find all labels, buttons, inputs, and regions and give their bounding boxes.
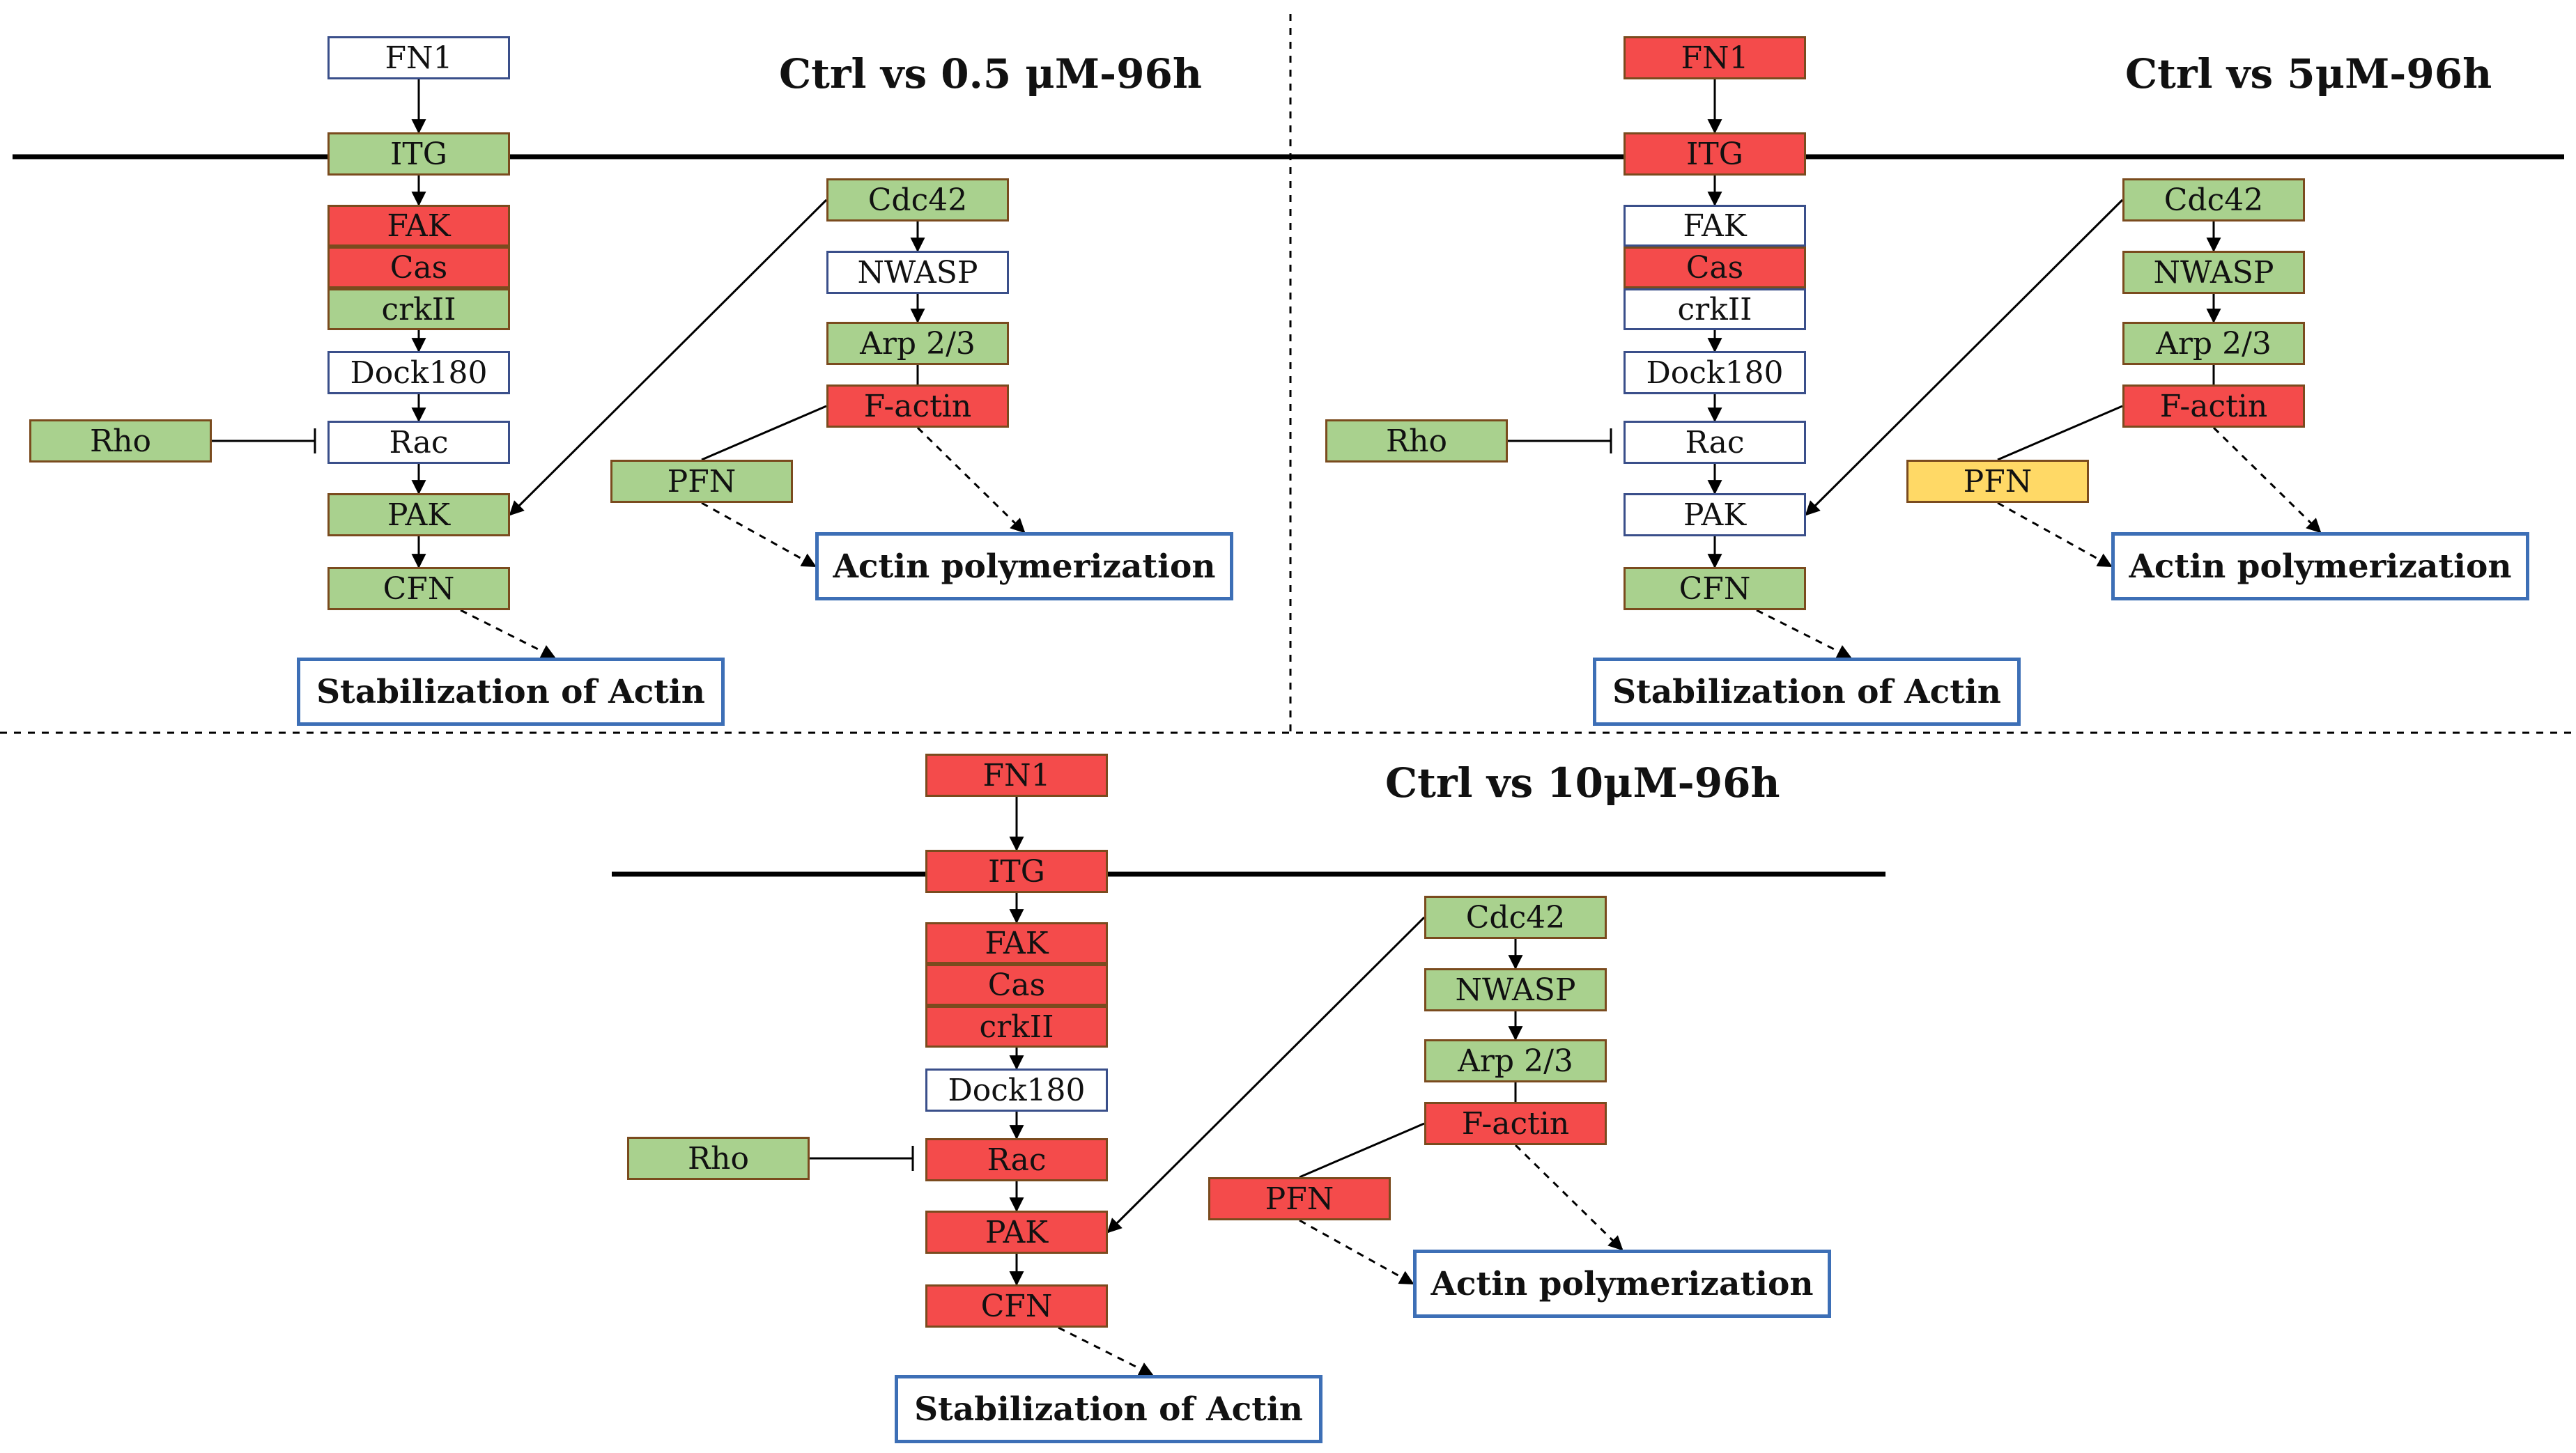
gene-node-nwasp: NWASP: [2122, 251, 2305, 294]
gene-node-cdc42: Cdc42: [1424, 896, 1607, 939]
arrow-pfn-polymerization: [1997, 502, 2113, 568]
outcome-stabilization: Stabilization of Actin: [895, 1375, 1322, 1443]
outcome-stabilization: Stabilization of Actin: [1593, 658, 2021, 726]
gene-node-fak: FAK: [925, 922, 1108, 964]
gene-node-pfn: PFN: [610, 460, 793, 503]
gene-node-pfn: PFN: [1906, 460, 2089, 503]
arrow-cfn-stabilization: [1058, 1326, 1154, 1376]
gene-node-factin: F-actin: [1424, 1102, 1607, 1145]
arrow-cdc42-pak: [1106, 916, 1426, 1234]
gene-node-pak: PAK: [1624, 493, 1806, 536]
gene-node-cdc42: Cdc42: [2122, 178, 2305, 222]
gene-node-dock180: Dock180: [925, 1069, 1108, 1112]
gene-node-crkii: crkII: [1624, 288, 1806, 330]
arrow-cfn-stabilization: [1756, 609, 1852, 659]
gene-node-rho: Rho: [1325, 419, 1508, 463]
gene-node-dock180: Dock180: [327, 351, 510, 394]
panel-title: Ctrl vs 0.5 μM-96h: [779, 50, 1202, 98]
gene-node-crkii: crkII: [327, 288, 510, 330]
gene-node-nwasp: NWASP: [826, 251, 1009, 294]
gene-node-cdc42: Cdc42: [826, 178, 1009, 222]
gene-node-rac: Rac: [1624, 421, 1806, 464]
gene-node-fn1: FN1: [925, 754, 1108, 797]
link-factin-pfn: [1997, 405, 2123, 461]
gene-node-cfn: CFN: [925, 1284, 1108, 1328]
arrow-cfn-stabilization: [460, 609, 556, 659]
panel-title: Ctrl vs 10μM-96h: [1385, 759, 1780, 807]
gene-node-pak: PAK: [925, 1211, 1108, 1254]
arrow-cdc42-pak: [1805, 199, 2124, 516]
gene-node-factin: F-actin: [826, 384, 1009, 428]
gene-node-arp: Arp 2/3: [1424, 1039, 1607, 1082]
arrow-pfn-polymerization: [1299, 1219, 1414, 1285]
gene-node-rho: Rho: [29, 419, 212, 463]
arrow-factin-polymerization: [1514, 1144, 1624, 1251]
gene-node-nwasp: NWASP: [1424, 968, 1607, 1011]
panel-title: Ctrl vs 5μM-96h: [2125, 50, 2492, 98]
gene-node-fn1: FN1: [1624, 36, 1806, 79]
outcome-polymerization: Actin polymerization: [1413, 1250, 1831, 1318]
outcome-polymerization: Actin polymerization: [2111, 532, 2529, 600]
outcome-polymerization: Actin polymerization: [815, 532, 1233, 600]
gene-node-factin: F-actin: [2122, 384, 2305, 428]
gene-node-arp: Arp 2/3: [826, 322, 1009, 365]
gene-node-arp: Arp 2/3: [2122, 322, 2305, 365]
gene-node-cas: Cas: [925, 964, 1108, 1006]
gene-node-pak: PAK: [327, 493, 510, 536]
gene-node-dock180: Dock180: [1624, 351, 1806, 394]
gene-node-rac: Rac: [327, 421, 510, 464]
gene-node-itg: ITG: [327, 132, 510, 176]
arrow-factin-polymerization: [2212, 426, 2322, 534]
gene-node-cfn: CFN: [327, 567, 510, 610]
outcome-stabilization: Stabilization of Actin: [297, 658, 725, 726]
gene-node-cas: Cas: [327, 247, 510, 288]
arrow-factin-polymerization: [916, 426, 1026, 534]
gene-node-fn1: FN1: [327, 36, 510, 79]
gene-node-cas: Cas: [1624, 247, 1806, 288]
gene-node-itg: ITG: [925, 850, 1108, 893]
gene-node-cfn: CFN: [1624, 567, 1806, 610]
gene-node-fak: FAK: [327, 205, 510, 247]
arrow-pfn-polymerization: [701, 502, 817, 568]
gene-node-rho: Rho: [627, 1137, 810, 1180]
link-factin-pfn: [701, 405, 827, 461]
gene-node-crkii: crkII: [925, 1006, 1108, 1048]
gene-node-pfn: PFN: [1208, 1177, 1391, 1220]
gene-node-rac: Rac: [925, 1138, 1108, 1181]
gene-node-itg: ITG: [1624, 132, 1806, 176]
arrow-cdc42-pak: [509, 199, 828, 516]
gene-node-fak: FAK: [1624, 205, 1806, 247]
link-factin-pfn: [1299, 1122, 1425, 1179]
